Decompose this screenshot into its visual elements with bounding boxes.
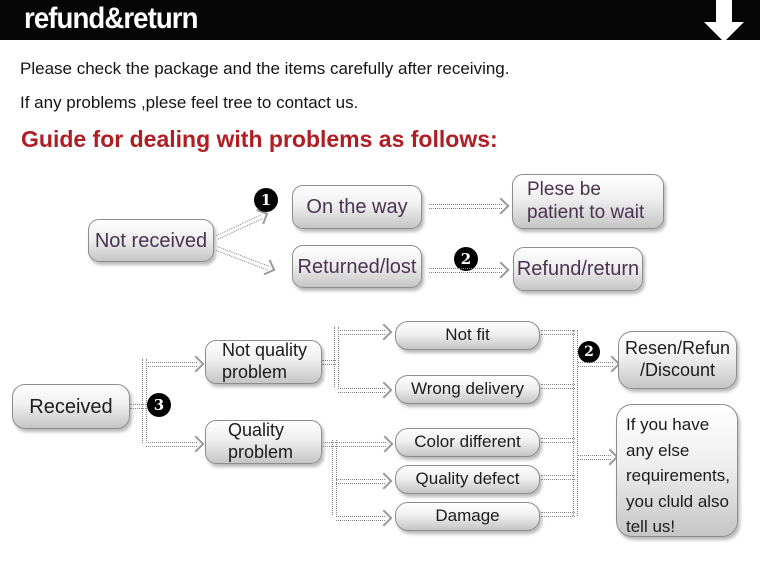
arrow-to-not-quality — [146, 355, 205, 373]
connector-quality-spine — [332, 440, 337, 515]
connector-line — [429, 203, 502, 209]
connector-line — [323, 441, 386, 447]
badge-2: 2 — [454, 247, 478, 271]
arrowhead-icon — [492, 197, 510, 215]
arrow-to-resen — [578, 355, 621, 373]
arrow-to-quality — [146, 435, 205, 453]
box-patient-to-wait: Plese be patient to wait — [512, 174, 664, 229]
arrow-to-patient — [429, 197, 510, 215]
box-color-different: Color different — [395, 428, 540, 457]
badge-1: 1 — [254, 188, 278, 212]
connector-line — [338, 387, 385, 393]
box-not-fit: Not fit — [395, 321, 540, 350]
down-arrow-icon — [716, 0, 732, 22]
connector-qualitydefect-stub — [541, 475, 575, 480]
box-received: Received — [12, 384, 130, 429]
connector-line — [336, 515, 385, 521]
arrow-to-not-fit — [338, 323, 393, 341]
connector-received-spine — [142, 359, 147, 443]
box-returned-lost: Returned/lost — [292, 245, 422, 288]
connector-line — [578, 361, 613, 367]
banner: refund&return — [0, 0, 760, 40]
box-resen-refund-discount: Resen/Refun /Discount — [618, 331, 737, 389]
arrowhead-icon — [375, 472, 393, 490]
banner-title: refund&return — [24, 2, 198, 35]
box-wrong-delivery: Wrong delivery — [395, 375, 540, 404]
arrow-to-on-the-way — [214, 209, 269, 243]
arrow-to-note — [578, 448, 619, 466]
connector-line — [336, 478, 385, 484]
connector-wrongdelivery-stub — [541, 384, 575, 389]
arrowhead-icon — [375, 381, 393, 399]
connector-damage-stub — [541, 512, 575, 517]
connector-line — [146, 361, 197, 367]
arrow-to-quality-defect — [336, 472, 393, 490]
arrowhead-icon — [187, 435, 205, 453]
arrow-to-refund-return — [429, 261, 510, 279]
intro-line-2: If any problems ,plese feel tree to cont… — [20, 93, 359, 112]
connector-line — [429, 267, 502, 273]
arrow-to-color-different — [323, 435, 394, 453]
connector-received-stub — [130, 404, 146, 409]
guide-heading: Guide for dealing with problems as follo… — [21, 126, 498, 152]
down-arrow-icon-tip — [704, 22, 744, 42]
box-not-quality-problem: Not quality problem — [205, 340, 322, 384]
arrowhead-icon — [187, 355, 205, 373]
badge-2b: 2 — [578, 341, 600, 363]
arrowhead-icon — [492, 261, 510, 279]
box-damage: Damage — [395, 502, 540, 531]
connector-notfit-stub — [541, 330, 575, 335]
arrow-to-returned-lost — [215, 242, 276, 276]
box-any-else-requirements: If you have any else requirements, you c… — [616, 404, 738, 537]
box-on-the-way: On the way — [292, 185, 422, 229]
box-not-received: Not received — [88, 219, 214, 262]
arrow-to-wrong-delivery — [338, 381, 393, 399]
arrowhead-icon — [376, 435, 394, 453]
connector-line — [146, 441, 197, 447]
box-quality-defect: Quality defect — [395, 465, 540, 494]
connector-colordifferent-stub — [541, 438, 575, 443]
badge-3: 3 — [147, 393, 171, 417]
arrowhead-icon — [375, 509, 393, 527]
arrowhead-icon — [375, 323, 393, 341]
arrow-to-damage — [336, 509, 393, 527]
connector-nq-stub — [322, 360, 336, 365]
connector-nq-spine — [334, 327, 339, 387]
intro-line-1: Please check the package and the items c… — [20, 59, 510, 78]
box-refund-return: Refund/return — [513, 247, 643, 291]
connector-line — [338, 329, 385, 335]
connector-line — [578, 454, 611, 460]
box-quality-problem: Quality problem — [205, 420, 322, 464]
connector-right-spine — [573, 330, 578, 516]
